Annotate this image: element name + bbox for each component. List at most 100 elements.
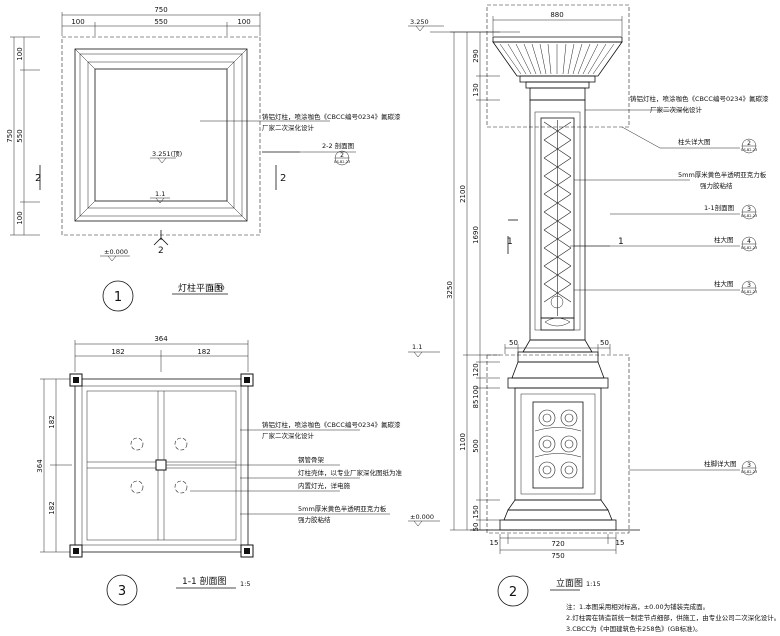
section-dim-total: 364: [154, 335, 168, 343]
elev-annotation-3: 5mm厚米黄色半透明亚克力板 强力胶粘结: [574, 170, 767, 190]
svg-text:2: 2: [747, 140, 751, 147]
svg-text:柱大图: 柱大图: [714, 279, 734, 288]
elev-mid-dim-2: 50: [600, 339, 609, 347]
elev-title: 立面图: [556, 577, 583, 589]
svg-text:柱头详大图: 柱头详大图: [678, 137, 711, 146]
elev-annotation-7: 柱脚详大图 3 GS-B2-23: [629, 459, 757, 476]
svg-text:5mm厚米黄色半透明亚克力板: 5mm厚米黄色半透明亚克力板: [678, 170, 767, 179]
plan-bottom-mark: 2: [158, 246, 164, 256]
general-notes: 注：1.本图采用相对标高，±0.00为铺装完成面。 2.灯柱需在铸造前统一制定节…: [566, 602, 780, 633]
elevation-view: 3.250 880: [408, 4, 769, 607]
elev-dim-left-9: 50: [472, 523, 480, 532]
plan-side-mark-left: 2: [35, 173, 41, 184]
plan-scale: 1:10: [210, 284, 225, 292]
section-note-5: 内置灯光，详电施: [298, 481, 351, 490]
elev-cut-mark-right: 1: [618, 237, 624, 247]
elev-bottom-dim-2: 720: [551, 540, 564, 548]
section-dim-left-1: 182: [48, 415, 56, 428]
section-dim-left-total: 364: [36, 459, 44, 473]
elev-annotation-1: 铸铝灯柱，喷涂咖色《CBCC编号0234》氟碳漆 厂家二次深化设计: [585, 94, 769, 114]
plan-dim-part-2: 550: [154, 18, 167, 26]
elev-cut-mark-left: 1: [507, 237, 513, 247]
plan-dim-part-1: 100: [71, 18, 84, 26]
section-note-7: 强力胶粘结: [298, 515, 331, 524]
svg-text:铸铝灯柱，喷涂咖色《CBCC编号0234》氟碳漆: 铸铝灯柱，喷涂咖色《CBCC编号0234》氟碳漆: [630, 94, 769, 103]
elev-dim-upper-total: 2100: [459, 185, 467, 203]
elev-dim-lower-total: 1100: [459, 433, 467, 451]
note-line-2: 2.灯柱需在铸造前统一制定节点细部，供施工，由专业公司二次深化设计。: [566, 613, 780, 622]
elev-dim-left-6: 85: [472, 400, 480, 409]
section-scale: 1:5: [240, 580, 250, 588]
elev-bottom-total: 750: [551, 552, 564, 560]
svg-text:GS-B2-23: GS-B2-23: [741, 246, 757, 250]
elev-annotation-6: 柱大图 3 GS-B2-23: [574, 279, 757, 296]
elev-dim-left-3: 1690: [472, 226, 480, 244]
plan-dim-total: 750: [154, 6, 167, 14]
svg-text:3: 3: [747, 282, 751, 289]
elev-annotation-2: 柱头详大图 2 GS-B2-23: [621, 126, 757, 154]
section-view: 364 182 182 364 182 182: [36, 335, 403, 606]
elev-bottom-dim-3: 15: [616, 539, 625, 547]
elev-scale: 1:15: [586, 580, 601, 588]
svg-text:4: 4: [747, 238, 751, 245]
svg-text:柱大图: 柱大图: [714, 235, 734, 244]
svg-text:GS-B2-23: GS-B2-23: [741, 290, 757, 294]
base-ornament: [534, 409, 582, 479]
svg-text:GS-B2-23: GS-B2-23: [741, 214, 757, 218]
plan-title-circle: [102, 280, 134, 312]
plan-dim-left-1: 100: [16, 47, 24, 60]
section-dim-left-2: 182: [48, 501, 56, 514]
elev-dim-left-2: 130: [472, 83, 480, 96]
plan-note-2: 厂家二次深化设计: [262, 123, 315, 132]
elev-dim-left-4: 120: [472, 363, 480, 376]
section-note-2: 厂家二次深化设计: [262, 431, 315, 440]
svg-text:柱脚详大图: 柱脚详大图: [704, 459, 737, 468]
plan-section-mark: 1.1: [155, 190, 165, 198]
svg-text:1-1剖面图: 1-1剖面图: [704, 203, 734, 212]
svg-text:3: 3: [747, 462, 751, 469]
plan-center-level: 3.251(顶): [152, 150, 182, 158]
elev-bottom-dim-1: 15: [490, 539, 499, 547]
elev-annotation-4: 1-1剖面图 3 GS-B2-23: [610, 203, 757, 220]
section-title: 1-1 剖面图: [182, 575, 227, 587]
plan-view: 750 100 550 100 750 100 550 100 3.251(顶)…: [6, 6, 401, 312]
svg-text:厂家二次深化设计: 厂家二次深化设计: [650, 105, 703, 114]
section-dim-part-1: 182: [111, 348, 124, 356]
note-line-3: 3.CBCC为《中国建筑色卡258色》(GB标准)。: [566, 624, 702, 633]
section-title-num: 3: [118, 584, 126, 599]
plan-dim-left-3: 100: [16, 211, 24, 224]
elev-title-circle: [497, 575, 529, 607]
elev-dim-left-1: 290: [472, 49, 480, 62]
elev-annotation-5: 柱大图 4 GS-B2-23: [574, 235, 757, 252]
plan-ref-circle-num: 2: [340, 152, 344, 159]
elev-top-level: 3.250: [410, 18, 429, 26]
section-note-3: 钢管骨架: [298, 455, 325, 464]
section-note-6: 5mm厚米黄色半透明亚克力板: [298, 504, 387, 513]
plan-ref-sheet: GS-B2-23: [334, 160, 350, 164]
svg-text:强力胶粘结: 强力胶粘结: [700, 181, 733, 190]
plan-side-mark-right: 2: [280, 173, 286, 184]
plan-dim-part-3: 100: [237, 18, 250, 26]
elev-dim-left-7: 500: [472, 439, 480, 452]
plan-level-base: ±0.000: [104, 248, 128, 256]
plan-title-num: 1: [114, 290, 122, 305]
elev-level-11: 1.1: [412, 343, 422, 351]
svg-text:GS-B2-23: GS-B2-23: [741, 148, 757, 152]
section-note-4: 灯柱壳体，以专业厂家深化图纸为准: [298, 468, 403, 477]
plan-note-1: 铸铝灯柱，喷涂咖色《CBCC编号0234》氟碳漆: [262, 112, 401, 121]
elev-level-base: ±0.000: [410, 513, 434, 521]
section-note-1: 铸铝灯柱，喷涂咖色《CBCC编号0234》氟碳漆: [262, 420, 401, 429]
shaft-lattice: [543, 120, 572, 316]
elev-dim-left-8: 150: [472, 505, 480, 518]
elev-mid-dim-1: 50: [509, 339, 518, 347]
plan-dim-left-total: 750: [6, 129, 14, 142]
elev-dim-total: 3250: [446, 281, 454, 299]
plan-dim-left-2: 550: [16, 129, 24, 142]
elev-title-num: 2: [509, 585, 517, 600]
plan-title: 灯柱平面图: [178, 282, 223, 294]
note-line-1: 注：1.本图采用相对标高，±0.00为铺装完成面。: [566, 602, 709, 611]
elev-dim-left-5: 100: [472, 385, 480, 398]
svg-text:3: 3: [747, 206, 751, 213]
plan-section-ref: 2-2 剖面图: [322, 141, 354, 150]
